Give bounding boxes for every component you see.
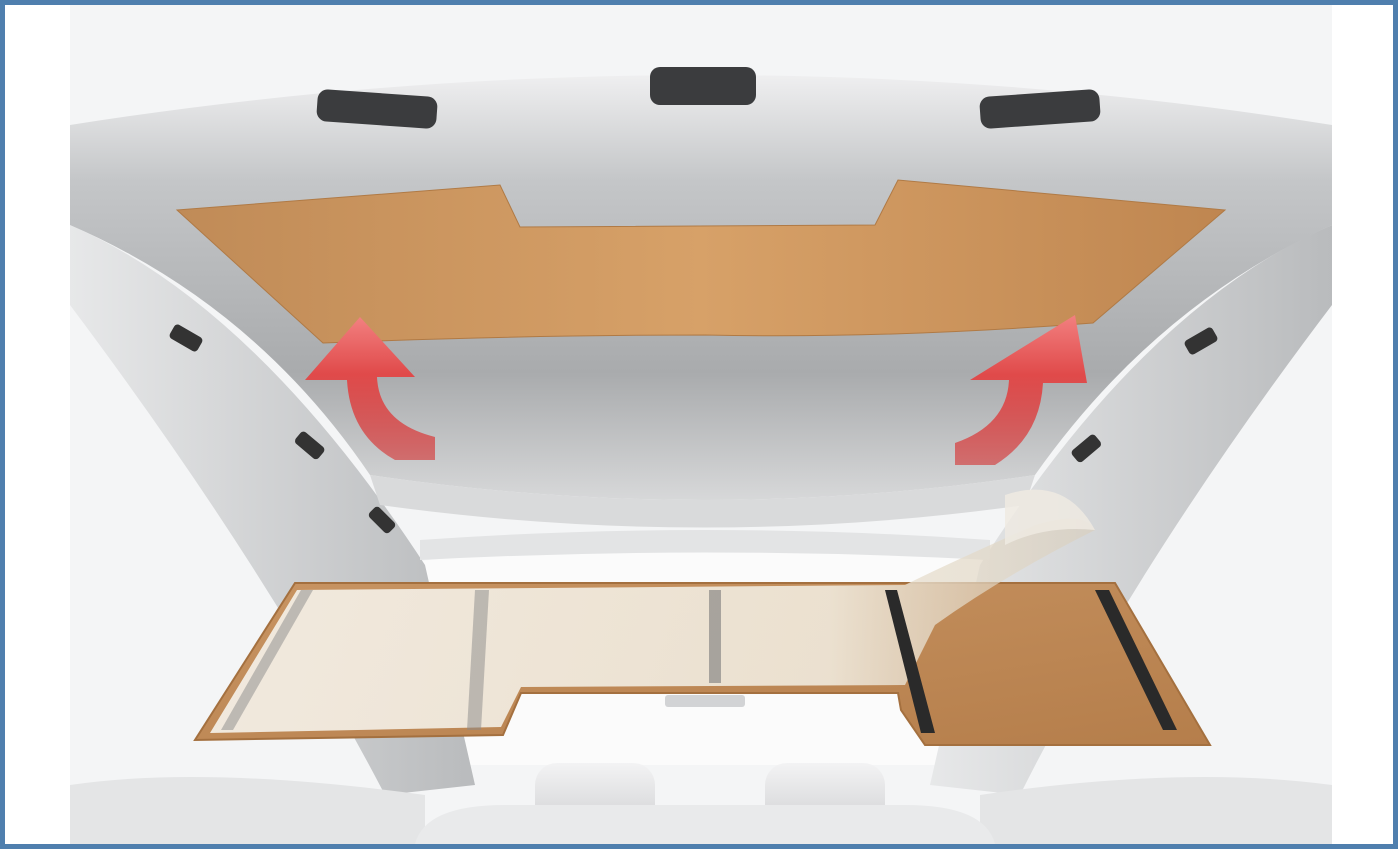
dome-light — [650, 67, 756, 105]
rear-dome-light — [665, 695, 745, 707]
headliner-illustration — [5, 5, 1393, 844]
